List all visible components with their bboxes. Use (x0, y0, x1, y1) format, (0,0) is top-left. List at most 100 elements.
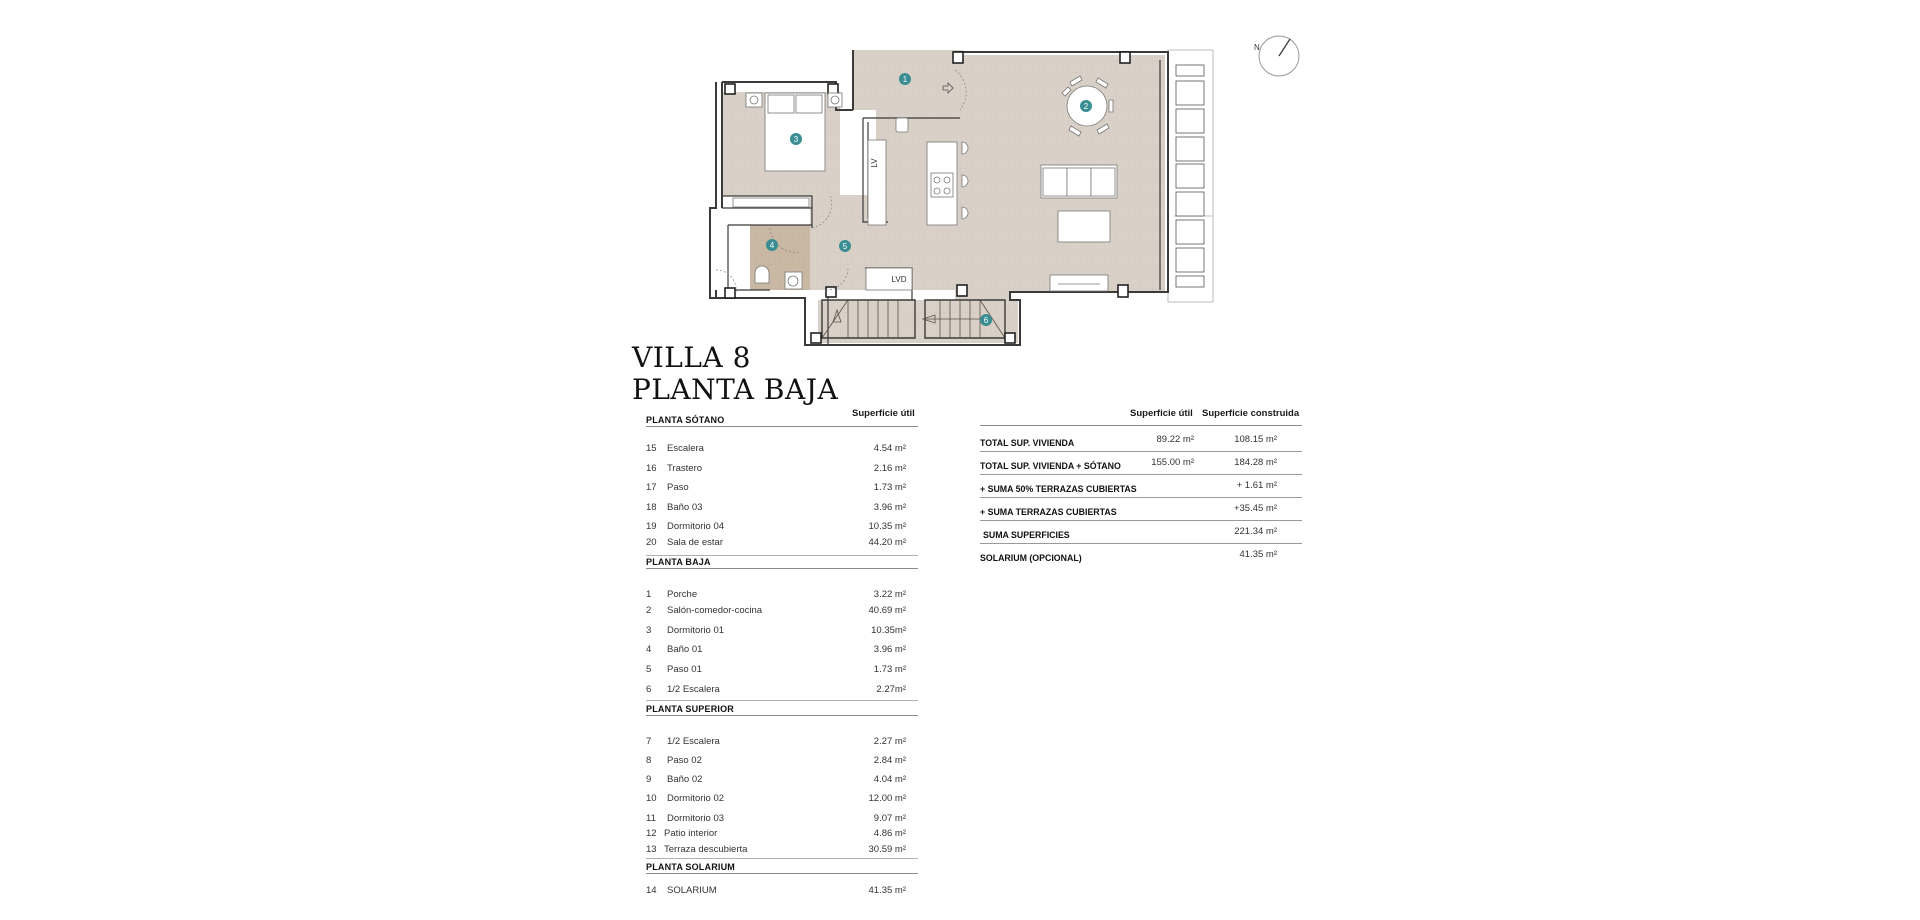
divider (646, 700, 918, 701)
lvd-label: LVD (892, 275, 907, 284)
room-marker-number: 6 (984, 316, 989, 325)
room-marker (839, 240, 851, 252)
divider (646, 555, 918, 556)
column-header-construida: Superficie construida (1202, 408, 1300, 419)
row-value: 40.69 m² (868, 605, 907, 616)
doors (715, 69, 967, 293)
room-marker-number: 5 (843, 242, 848, 251)
divider (646, 858, 918, 859)
column-header-superficie-util: Superficie útil (852, 408, 915, 419)
svg-text:N: N (1254, 43, 1260, 52)
row-label: SOLARIUM (667, 885, 717, 896)
row-label: Paso (667, 482, 689, 493)
room-marker (980, 314, 992, 326)
row-label: Dormitorio 01 (667, 625, 725, 636)
summary-util-value: 155.00 m² (1151, 457, 1194, 468)
title-floor: PLANTA BAJA (632, 373, 839, 406)
row-value: 3.96 m² (873, 502, 906, 513)
title-villa: VILLA 8 (632, 341, 751, 374)
row-number: 18 (646, 502, 657, 513)
room-marker (899, 73, 911, 85)
row-label: Baño 03 (667, 502, 703, 513)
row-value: 2.16 m² (873, 463, 906, 474)
row-number: 2 (646, 605, 652, 616)
kitchen (865, 117, 969, 291)
summary-label: SUMA SUPERFICIES (983, 530, 1070, 540)
section-title: PLANTA SOLARIUM (646, 862, 735, 872)
row-label: 1/2 Escalera (667, 736, 720, 747)
summary-label: + SUMA 50% TERRAZAS CUBIERTAS (980, 484, 1137, 494)
row-value: 9.07 m² (873, 813, 906, 824)
row-value: 4.86 m² (873, 828, 906, 839)
room-marker-number: 1 (903, 75, 908, 84)
row-label: Paso 02 (667, 755, 702, 766)
terrace-slats (1175, 64, 1205, 288)
entry-arrow-icon (942, 82, 954, 94)
row-number: 12 (646, 828, 657, 839)
row-label: Baño 01 (667, 644, 703, 655)
room-marker (790, 133, 802, 145)
row-value: 10.35 m² (868, 521, 907, 532)
section-title: PLANTA BAJA (646, 557, 711, 567)
summary-construida-value: +35.45 m² (1233, 503, 1277, 514)
row-label: Porche (667, 589, 698, 600)
divider (980, 474, 1302, 475)
row-number: 9 (646, 774, 652, 785)
row-label: Paso 01 (667, 664, 702, 675)
divider (980, 520, 1302, 521)
row-number: 4 (646, 644, 652, 655)
divider (980, 497, 1302, 498)
column-header-util: Superficie útil (1130, 408, 1193, 419)
row-number: 11 (646, 813, 656, 824)
row-label: 1/2 Escalera (667, 684, 720, 695)
summary-construida-value: 184.28 m² (1234, 457, 1277, 468)
row-number: 5 (646, 664, 652, 675)
sofa (1040, 164, 1118, 292)
row-number: 15 (646, 443, 657, 454)
summary-label: SOLARIUM (OPCIONAL) (980, 553, 1082, 563)
divider (980, 425, 1302, 426)
stair-arrows (832, 308, 936, 324)
divider (646, 715, 918, 716)
row-value: 2.84 m² (873, 755, 906, 766)
row-number: 8 (646, 755, 652, 766)
row-number: 1 (646, 589, 652, 600)
row-value: 3.96 m² (873, 644, 906, 655)
summary-construida-value: 108.15 m² (1234, 434, 1277, 445)
divider (646, 426, 918, 427)
divider (980, 451, 1302, 452)
compass-icon: N (1254, 35, 1300, 77)
row-number: 16 (646, 463, 657, 474)
row-number: 19 (646, 521, 657, 532)
row-value: 1.73 m² (873, 664, 906, 675)
section-title: PLANTA SUPERIOR (646, 704, 735, 714)
stairs (821, 299, 1006, 339)
divider (980, 543, 1302, 544)
row-number: 10 (646, 793, 657, 804)
row-value: 4.54 m² (873, 443, 906, 454)
row-label: Salón-comedor-cocina (667, 605, 763, 616)
room-marker (766, 239, 778, 251)
columns (724, 51, 1131, 344)
row-label: Dormitorio 03 (667, 813, 725, 824)
row-number: 14 (646, 885, 657, 896)
row-value: 41.35 m² (868, 885, 907, 896)
row-label: Escalera (667, 443, 704, 454)
section-title: PLANTA SÓTANO (646, 415, 725, 425)
row-label: Sala de estar (667, 537, 723, 548)
summary-label: TOTAL SUP. VIVIENDA (980, 438, 1075, 448)
summary-construida-value: 41.35 m² (1239, 549, 1278, 560)
row-label: Trastero (667, 463, 703, 474)
row-label: Terraza descubierta (664, 844, 748, 855)
row-number: 3 (646, 625, 652, 636)
row-number: 17 (646, 482, 657, 493)
row-value: 44.20 m² (868, 537, 907, 548)
summary-construida-value: + 1.61 m² (1236, 480, 1277, 491)
row-value: 12.00 m² (868, 793, 907, 804)
row-number: 13 (646, 844, 657, 855)
row-value: 1.73 m² (873, 482, 906, 493)
summary-util-value: 89.22 m² (1156, 434, 1195, 445)
row-value: 2.27 m² (873, 736, 906, 747)
